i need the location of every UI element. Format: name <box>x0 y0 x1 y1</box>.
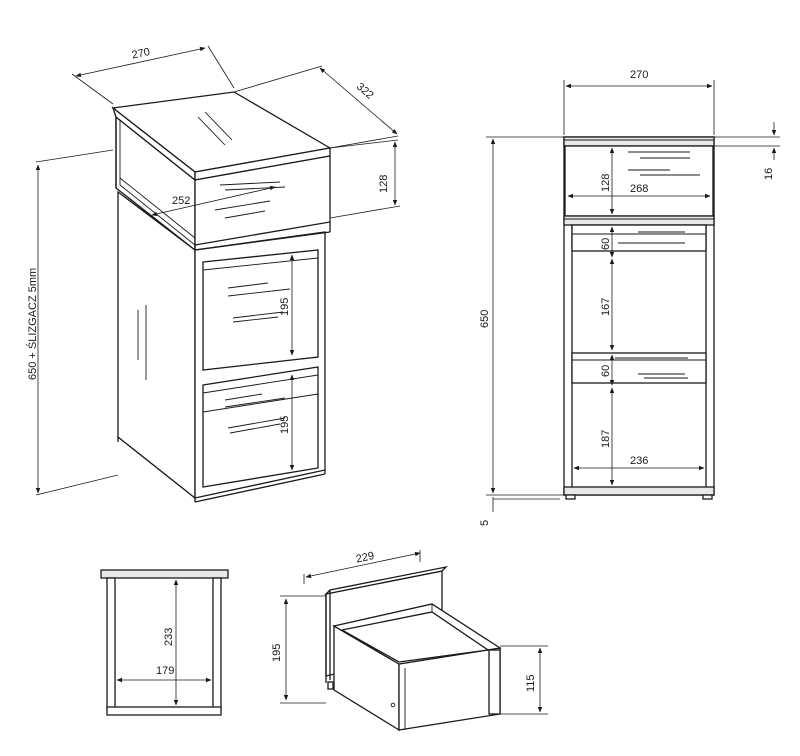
front-total-height-label: 650 <box>479 310 491 328</box>
side-width-label: 179 <box>156 665 174 677</box>
front-drawer-label-2: 60 <box>600 365 612 377</box>
iso-total-height-label: 650 + ŚLIZGACZ 5mm <box>26 268 39 380</box>
front-view-dimensions <box>486 80 780 512</box>
drawer-box-dimensions <box>280 550 548 715</box>
side-section <box>100 569 229 716</box>
isometric-dimensions <box>35 45 401 496</box>
front-top-thickness-label: 16 <box>763 168 775 180</box>
drawer-box-height-label: 115 <box>525 674 537 692</box>
drawer-box <box>324 565 502 732</box>
iso-drawer2-label: 195 <box>279 416 291 434</box>
iso-width-label: 270 <box>131 46 151 62</box>
front-shelf-height-label: 128 <box>600 174 612 192</box>
front-inner-width-label: 268 <box>630 183 648 195</box>
iso-shelf-depth-label: 252 <box>172 195 190 207</box>
drawer-width-label: 229 <box>355 550 375 566</box>
iso-drawer1-label: 195 <box>279 298 291 316</box>
front-drawer-label-1: 60 <box>600 238 612 250</box>
front-inner-bottom-width-label: 236 <box>630 455 648 467</box>
iso-shelf-height-label: 128 <box>378 175 390 193</box>
front-glide-label: 5 <box>479 520 491 526</box>
front-gap-label-2: 187 <box>600 430 612 448</box>
drawer-front-height-label: 195 <box>271 644 283 662</box>
front-gap-label-1: 167 <box>600 298 612 316</box>
iso-depth-label: 322 <box>354 81 376 102</box>
front-width-label: 270 <box>630 69 648 81</box>
side-height-label: 233 <box>163 628 175 646</box>
isometric-cabinet <box>111 91 332 503</box>
